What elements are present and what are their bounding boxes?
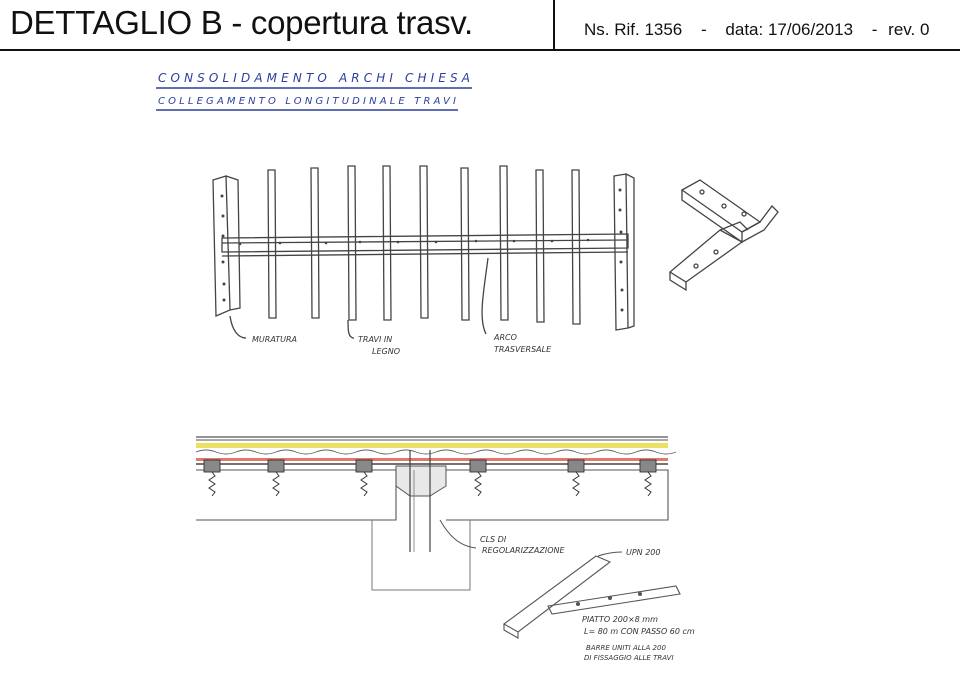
reference-info: Ns. Rif. 1356 - data: 17/06/2013 - rev. … (584, 20, 943, 40)
upn-detail (502, 551, 681, 639)
label-travi-1: TRAVI IN (358, 335, 392, 344)
label-piatto-4: DI FISSAGGIO ALLE TRAVI (584, 654, 674, 662)
label-piatto-1: PIATTO 200×8 mm (582, 615, 658, 624)
roof-yellow-layer (196, 443, 668, 448)
title-divider (553, 0, 555, 49)
label-piatto-3: BARRE UNITI ALLA 200 (586, 644, 666, 652)
label-muratura: MURATURA (252, 335, 297, 344)
label-piatto-2: L= 80 m CON PASSO 60 cm (584, 627, 695, 636)
reference-number: Ns. Rif. 1356 (584, 20, 683, 39)
label-cls-2: REGOLARIZZAZIONE (482, 546, 566, 555)
plan-view (212, 165, 635, 339)
separator: - (701, 20, 707, 39)
section-view (195, 436, 677, 591)
label-travi-2: LEGNO (372, 347, 400, 356)
revision: rev. 0 (888, 20, 930, 39)
reference-date: data: 17/06/2013 (725, 20, 854, 39)
label-cls-1: CLS DI (480, 535, 507, 544)
sketch-canvas: CONSOLIDAMENTO ARCHI CHIESA COLLEGAMENTO… (156, 71, 779, 662)
roof-red-layer (196, 458, 668, 461)
note-line-1: CONSOLIDAMENTO ARCHI CHIESA (158, 71, 470, 85)
drawing-title: DETTAGLIO B - copertura trasv. (10, 4, 473, 41)
section-labels: CLS DI REGOLARIZZAZIONE UPN 200 PIATTO 2… (480, 535, 695, 662)
corner-detail (668, 179, 779, 292)
timber-beams (267, 165, 581, 325)
label-upn: UPN 200 (626, 548, 660, 557)
roof-wave-layer (195, 449, 677, 455)
transverse-arch (221, 233, 629, 257)
title-block: DETTAGLIO B - copertura trasv. Ns. Rif. … (0, 0, 960, 51)
label-arco-2: TRASVERSALE (494, 345, 552, 354)
separator: - (871, 20, 878, 39)
note-line-2: COLLEGAMENTO LONGITUDINALE TRAVI (158, 96, 456, 107)
label-arco-1: ARCO (493, 333, 517, 342)
plan-labels: MURATURA TRAVI IN LEGNO ARCO TRASVERSALE (252, 333, 552, 356)
handwritten-notes: CONSOLIDAMENTO ARCHI CHIESA COLLEGAMENTO… (156, 71, 472, 111)
